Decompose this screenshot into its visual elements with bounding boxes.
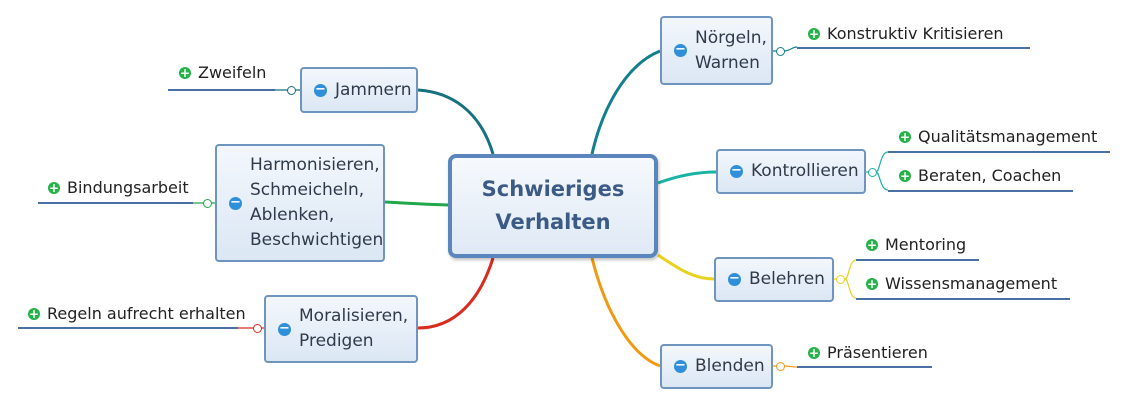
minus-circle-icon[interactable]: −: [728, 271, 741, 286]
topic-blenden[interactable]: − Blenden: [660, 344, 773, 389]
plus-circle-icon[interactable]: +: [899, 130, 911, 144]
topic-kontrollieren[interactable]: − Kontrollieren: [716, 149, 866, 194]
subtopic-underline: [888, 190, 1073, 192]
subtopic-wissen[interactable]: + Wissensmanagement: [866, 273, 1057, 295]
subtopic-praesentieren-label: Präsentieren: [827, 343, 928, 362]
minus-circle-icon[interactable]: −: [674, 42, 687, 57]
subtopic-mentoring[interactable]: + Mentoring: [866, 234, 966, 256]
branch-kontrollieren: [657, 170, 717, 185]
topic-noergeln-line-1: Nörgeln,: [695, 27, 767, 48]
branch-noergeln: [590, 49, 661, 155]
collapse-toggle-noergeln[interactable]: [776, 47, 785, 56]
subtopic-beraten-label: Beraten, Coachen: [918, 166, 1062, 185]
topic-jammern-label: Jammern: [335, 79, 412, 100]
plus-circle-icon[interactable]: +: [808, 27, 820, 41]
subtopic-bindungsarbeit[interactable]: + Bindungsarbeit: [48, 177, 189, 199]
topic-harmonisieren-line-2: Schmeicheln,: [250, 180, 365, 200]
subtopic-zweifeln-label: Zweifeln: [198, 63, 267, 82]
topic-noergeln[interactable]: − Nörgeln, Warnen: [660, 16, 773, 85]
topic-moralisieren[interactable]: − Moralisieren, Predigen: [264, 295, 418, 363]
subtopic-underline: [888, 151, 1110, 153]
branch-jammern: [417, 88, 495, 155]
subtopic-underline: [38, 202, 193, 204]
central-topic-line-1: Schwieriges: [481, 177, 625, 201]
central-topic-line-2: Verhalten: [495, 210, 611, 234]
topic-belehren[interactable]: − Belehren: [714, 257, 834, 302]
subtopic-zweifeln[interactable]: + Zweifeln: [179, 62, 266, 84]
collapse-toggle-moralisieren[interactable]: [253, 324, 262, 333]
topic-blenden-label: Blenden: [695, 356, 765, 376]
subtopic-praesentieren[interactable]: + Präsentieren: [808, 342, 928, 364]
minus-circle-icon[interactable]: −: [674, 358, 687, 373]
plus-circle-icon[interactable]: +: [28, 307, 40, 321]
subtopic-bindungsarbeit-label: Bindungsarbeit: [67, 178, 189, 197]
topic-moralisieren-line-2: Predigen: [299, 331, 374, 351]
plus-circle-icon[interactable]: +: [866, 238, 878, 252]
topic-moralisieren-line-1: Moralisieren,: [299, 306, 409, 326]
subtopic-konstruktiv-label: Konstruktiv Kritisieren: [827, 24, 1004, 43]
central-topic[interactable]: Schwieriges Verhalten: [448, 154, 658, 258]
subtopic-qualitaet-label: Qualitätsmanagement: [918, 127, 1098, 146]
plus-circle-icon[interactable]: +: [179, 66, 191, 80]
plus-circle-icon[interactable]: +: [808, 346, 820, 360]
plus-circle-icon[interactable]: +: [48, 181, 60, 195]
plus-circle-icon[interactable]: +: [899, 169, 911, 183]
connector-belehren-sub: [834, 259, 857, 299]
subtopic-konstruktiv[interactable]: + Konstruktiv Kritisieren: [808, 23, 1004, 45]
subtopic-underline: [168, 89, 275, 91]
subtopic-mentoring-label: Mentoring: [885, 235, 967, 254]
subtopic-wissen-label: Wissensmanagement: [885, 274, 1058, 293]
minus-circle-icon[interactable]: −: [278, 320, 291, 336]
subtopic-underline: [856, 259, 979, 261]
minus-circle-icon[interactable]: −: [229, 194, 242, 210]
topic-harmonisieren[interactable]: − Harmonisieren, Schmeicheln, Ablenken, …: [215, 144, 385, 262]
subtopic-qualitaet[interactable]: + Qualitätsmanagement: [899, 126, 1097, 148]
collapse-toggle-belehren[interactable]: [836, 275, 845, 284]
subtopic-regeln-label: Regeln aufrecht erhalten: [47, 304, 246, 323]
branch-blenden: [590, 257, 661, 368]
branch-harmonisieren: [383, 200, 449, 207]
minus-circle-icon[interactable]: −: [314, 81, 327, 97]
topic-harmonisieren-line-4: Beschwichtigen: [250, 230, 384, 250]
topic-jammern[interactable]: − Jammern: [300, 67, 418, 113]
collapse-toggle-harmonisieren[interactable]: [203, 199, 212, 208]
topic-harmonisieren-line-3: Ablenken,: [250, 205, 335, 225]
subtopic-underline: [797, 47, 1030, 49]
minus-circle-icon[interactable]: −: [730, 163, 743, 178]
topic-harmonisieren-line-1: Harmonisieren,: [250, 155, 380, 175]
branch-belehren: [657, 253, 715, 281]
topic-noergeln-line-2: Warnen: [695, 52, 760, 73]
subtopic-beraten[interactable]: + Beraten, Coachen: [899, 165, 1061, 187]
subtopic-underline: [18, 327, 238, 329]
subtopic-regeln[interactable]: + Regeln aufrecht erhalten: [28, 303, 246, 325]
topic-kontrollieren-label: Kontrollieren: [751, 161, 859, 181]
plus-circle-icon[interactable]: +: [866, 277, 878, 291]
branch-moralisieren: [417, 257, 495, 330]
subtopic-underline: [856, 298, 1070, 300]
collapse-toggle-blenden[interactable]: [776, 362, 785, 371]
collapse-toggle-jammern[interactable]: [287, 86, 296, 95]
subtopic-underline: [797, 366, 932, 368]
topic-belehren-label: Belehren: [749, 269, 825, 289]
collapse-toggle-kontrollieren[interactable]: [868, 168, 877, 177]
